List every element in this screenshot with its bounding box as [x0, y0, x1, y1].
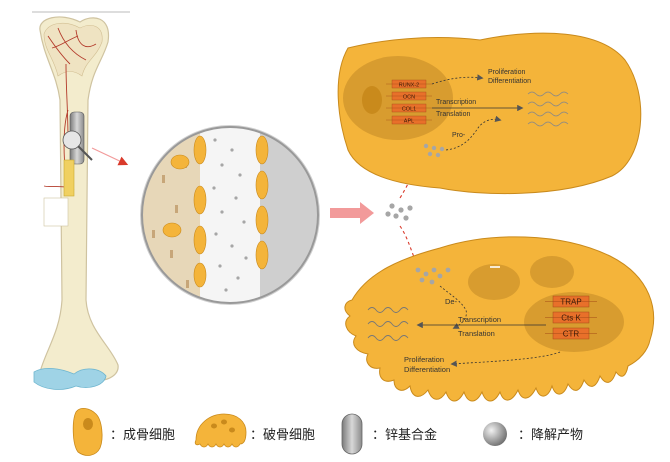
legend-label-osteoblast: ：成骨细胞 [110, 428, 175, 443]
big-arrow [330, 202, 374, 224]
zinc-alloy-icon [342, 414, 362, 454]
osteoblast-proliferation-text: Proliferation [488, 69, 525, 76]
zoom-arrow [92, 148, 126, 164]
gene-ctsk: Cts K [561, 314, 581, 323]
legend-label-zinc-alloy: ：锌基合金 [372, 427, 437, 443]
legend-label-osteoclast: ：破骨细胞 [250, 428, 315, 443]
osteoblast-pro-label: Pro- [452, 132, 466, 139]
osteoblast-translation-text: Translation [436, 111, 470, 118]
magnified-interface [140, 120, 320, 310]
osteoclast-icon [195, 414, 246, 447]
femur-bone [32, 12, 130, 389]
osteoclast-proliferation-text: Proliferation [404, 355, 444, 364]
osteoclast-gene-list: TRAP Cts K CTR [545, 296, 597, 339]
osteoclast-differentiation-text: Differentiation [404, 365, 450, 374]
gene-runx2: RUNX-2 [399, 82, 419, 88]
gene-ctr: CTR [563, 330, 580, 339]
gene-ocn: OCN [403, 94, 415, 100]
degradation-particles-center [385, 203, 412, 220]
osteoclast-de-label: De- [445, 297, 458, 306]
legend: ：成骨细胞 ：破骨细胞 ：锌基合金 ：降解产物 [73, 408, 583, 455]
osteoblast-transcription-text: Transcription [436, 99, 476, 106]
osteoblast-differentiation-text: Differentiation [488, 78, 531, 85]
legend-label-degradation: ：降解产物 [518, 428, 583, 443]
osteoclast-translation-text: Translation [458, 329, 495, 338]
osteoblast-icon [73, 408, 102, 455]
gene-apl: APL [404, 118, 414, 124]
osteoblast-cell [338, 33, 641, 193]
degradation-product-icon [483, 422, 507, 446]
gene-col1: COL1 [402, 106, 416, 112]
osteoclast-transcription-text: Transcription [458, 315, 501, 324]
gene-trap: TRAP [560, 298, 581, 307]
